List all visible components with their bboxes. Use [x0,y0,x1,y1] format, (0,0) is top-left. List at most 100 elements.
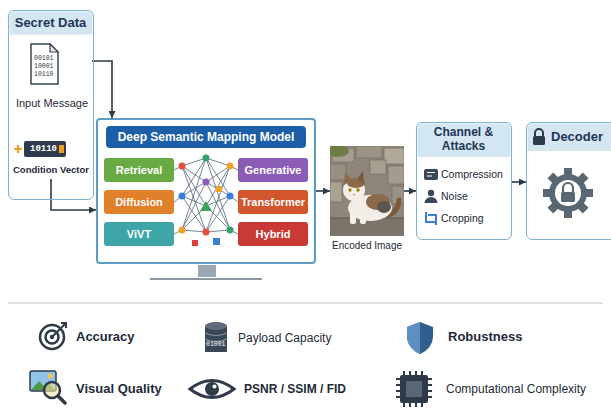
eye-icon-part [213,385,217,389]
cat-photo-part-part [370,160,386,174]
cat-photo-part [349,189,351,191]
metric-label: Computational Complexity [446,381,586,397]
channel-icons-part [427,173,435,177]
metric-label: Visual Quality [76,381,162,397]
node-heading: ViVT [104,222,174,246]
neural-network-part [227,227,234,234]
gear-lock-icon-part [555,180,581,206]
lock-icon-part [533,136,545,145]
monitor-stand [150,265,262,279]
neural-network-part-part [206,158,230,230]
neural-network-part-part [206,166,230,182]
neural-network-part [227,163,234,170]
channel-box: Channel & AttacksCompressionNoiseCroppin… [416,122,512,240]
node-heading: Decoder [551,123,609,150]
neural-network-part [216,186,222,192]
condition-icon [14,141,66,157]
neural-network-part-part [182,182,206,230]
node-heading: Input Message [12,95,92,111]
lock-icon-part [535,129,543,136]
metric-label: Accuracy [76,329,135,345]
encoded-image: Encoded Image [330,146,404,254]
neural-network-part-part [182,166,206,232]
binary-digits: 10110 [34,71,54,79]
binary-digits: 01001 [206,341,226,349]
database-icon-part [205,333,227,342]
monitor-stand-part [150,278,262,280]
neural-network-part-part [182,158,206,166]
eye-icon-part [205,382,219,396]
cat-photo-part-part [330,164,346,180]
neural-network-part-part [182,230,206,232]
cat-photo-part-part [330,182,342,202]
chip-icon-part [396,371,432,407]
channel-icons-part [425,197,438,203]
header-band-part [418,124,511,158]
header-band-part [10,12,93,35]
node-item: Noise [441,189,507,203]
method-box: Hybrid [238,222,308,246]
flow-arrow [316,190,330,192]
cat-photo-part [356,188,360,192]
neural-network-part [179,163,186,170]
node-heading: Condition Vector [11,163,91,177]
flow-arrow [92,61,112,118]
gear-lock-icon-part [563,183,573,192]
method-box: ViVT [104,222,174,246]
quality-icon-part [48,374,53,379]
file-icon [31,44,58,84]
chip-icon-part [400,375,428,403]
neural-network-part [179,227,186,234]
cat-photo-part [344,172,352,185]
model-box: Retrieval GenerativeDiffusion TransformerV… [96,118,316,264]
monitor-stand-part [198,265,216,277]
neural-network-part-part [206,158,230,166]
neural-network-part-part [182,196,206,232]
eye-icon-part [190,381,234,398]
cat-photo-part [350,210,356,224]
cat-photo-part [330,146,404,236]
node-heading: Deep Semantic Mapping Model [106,126,306,148]
neural-network-part-part [206,230,230,232]
neural-network-part [203,229,210,236]
quality-icon [30,371,65,403]
neural-network-part [213,238,220,245]
node-heading: Retrieval [104,158,174,182]
database-icon [205,322,227,352]
neural-network-part-part [206,166,230,232]
channel-icons-part [426,212,436,225]
channel-icons-part [424,169,438,180]
method-box: Generative [238,158,308,182]
vector-digits: 10110 [30,143,57,155]
decoder-box: Decoder [526,122,611,240]
eye-icon [190,381,234,398]
condition-icon-part [14,145,22,153]
input-panel: Input MessageCondition Vector Secret Data [8,10,94,200]
cat-photo-part [330,146,349,157]
header-band [10,12,611,158]
gear-lock-icon-part [543,168,593,218]
header-band-part [528,124,611,152]
cat-photo-part [353,194,356,196]
neural-network-part-part [182,158,206,230]
file-icon-part [31,44,58,84]
chip-icon [396,371,432,407]
node-heading: Secret Data [9,11,92,34]
gear-lock-icon-part-part [549,174,587,212]
method-box: Diffusion [104,190,174,214]
channel-icons-part [428,190,434,196]
lock-icon [533,129,545,145]
method-box: Transformer [238,190,308,214]
node-heading: Transformer [238,190,308,214]
quality-icon-part [58,396,65,403]
cat-photo-part [348,188,352,192]
database-icon-part [205,322,227,330]
flow-arrow [404,190,416,192]
gear-lock-icon [543,168,593,218]
gear-lock-icon-part [561,192,575,202]
shield-icon [407,322,433,354]
neural-network-part-part [206,196,230,232]
cat-photo-part [360,212,366,224]
cat-photo-part [357,189,359,191]
